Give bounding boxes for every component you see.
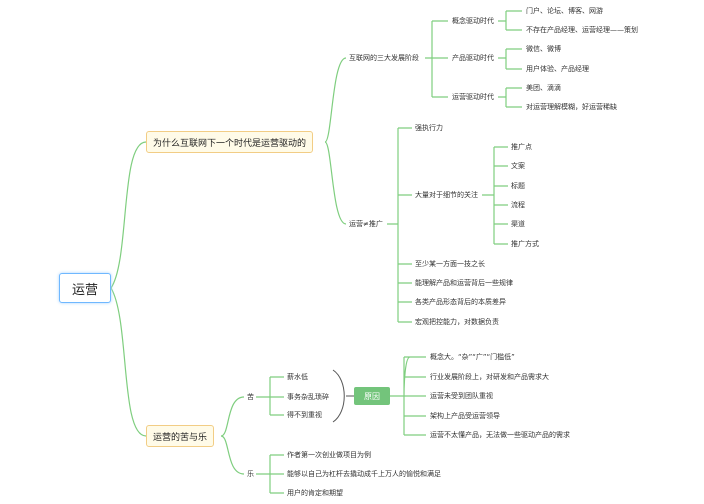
edge-root-branch1 [110,141,147,289]
edge-ops-bracket [498,87,522,108]
bitter-item[interactable]: 薪水低 [287,373,308,381]
product-node[interactable]: 产品驱动时代 [452,54,494,62]
branch1-node[interactable]: 为什么互联网下一个时代是运营驱动的 [146,131,314,153]
edge-branch1-stages [324,57,347,143]
reason-node[interactable]: 原因 [354,387,390,405]
product-item[interactable]: 微信、微博 [526,45,561,53]
edge-bitter-bracket [256,376,284,416]
detail-item[interactable]: 标题 [511,182,525,190]
joy-item[interactable]: 能够以自己为杠杆去撬动成千上万人的愉悦和满足 [287,470,441,478]
joy-item[interactable]: 作者第一次创业做项目为例 [287,451,371,459]
edge-root-branch2 [110,287,147,437]
detail-item[interactable]: 推广点 [511,143,532,151]
concept-node[interactable]: 概念驱动时代 [452,17,494,25]
notpromo-item[interactable]: 各类产品形态背后的本质差异 [415,298,506,306]
edge-joy-bracket [256,454,284,494]
edge-reason-bracket [390,356,426,436]
edge-branch1-notpromo [324,141,347,225]
edge-product-bracket [498,48,522,70]
root-node[interactable]: 运营 [59,273,111,303]
notpromo-item[interactable]: 宏观把控能力，对数据负责 [415,318,499,326]
branch2-node[interactable]: 运营的苦与乐 [146,425,215,447]
reason-item[interactable]: 概念大。“杂”“广”“门槛低” [430,353,515,361]
notpromo-item[interactable]: 至少某一方面一技之长 [415,260,485,268]
notpromo-item[interactable]: 强执行力 [415,124,443,132]
detail-item[interactable]: 流程 [511,201,525,209]
notpromo-item[interactable]: 能理解产品和运营背后一些规律 [415,279,513,287]
edge-detail-bracket [482,146,508,245]
detail-item[interactable]: 渠道 [511,220,525,228]
reason-item[interactable]: 运营不太懂产品，无法做一些驱动产品的需求 [430,431,570,439]
detail-item[interactable]: 文案 [511,162,525,170]
notpromo-node[interactable]: 运营≠推广 [349,220,383,228]
concept-item[interactable]: 不存在产品经理、运营经理——策划 [526,26,638,34]
edge-branch2-bitter [220,396,245,437]
reason-item[interactable]: 运营未受到团队重视 [430,392,493,400]
ops-node[interactable]: 运营驱动时代 [452,93,494,101]
stages-node[interactable]: 互联网的三大发展阶段 [349,54,419,62]
edge-branch2-joy [220,435,245,475]
edge-notpromo-bracket [387,127,412,323]
summary-brace [332,369,345,423]
bitter-node[interactable]: 苦 [247,393,254,401]
edge-stages-bracket [425,20,448,98]
ops-item[interactable]: 对运营理解模糊，好运营稀缺 [526,103,617,111]
ops-item[interactable]: 美团、滴滴 [526,84,561,92]
joy-node[interactable]: 乐 [247,470,254,478]
concept-item[interactable]: 门户、论坛、博客、网游 [526,7,603,15]
reason-item[interactable]: 架构上产品受运营领导 [430,412,500,420]
detail-item[interactable]: 推广方式 [511,240,539,248]
edge-concept-bracket [498,10,522,31]
joy-item[interactable]: 用户的肯定和期望 [287,489,343,497]
bitter-item[interactable]: 得不到重视 [287,411,322,419]
detail-node[interactable]: 大量对于细节的关注 [415,191,478,199]
bitter-item[interactable]: 事务杂乱琐碎 [287,393,329,401]
product-item[interactable]: 用户体验、产品经理 [526,65,589,73]
reason-item[interactable]: 行业发展阶段上，对研发和产品需求大 [430,373,549,381]
